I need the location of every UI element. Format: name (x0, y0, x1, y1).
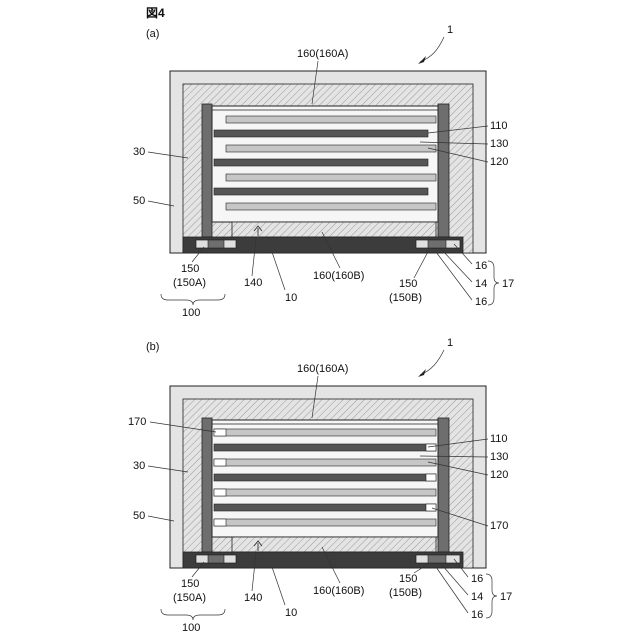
bottom-layer-160b (232, 222, 436, 237)
ref-arrow (420, 37, 444, 62)
label-150-right: 150 (399, 278, 417, 290)
label-100: 100 (182, 307, 200, 319)
figure-label: 図4 (146, 6, 165, 20)
inner-electrode-dark (214, 444, 436, 451)
label-100: 100 (182, 622, 200, 634)
label-50: 50 (133, 195, 145, 207)
inner-electrode-dark (214, 188, 428, 195)
inner-electrode-dark (214, 159, 428, 166)
label-150a: (150A) (173, 277, 206, 289)
label-10: 10 (285, 292, 297, 304)
side-electrode-right (438, 104, 449, 237)
brace-100 (161, 609, 225, 620)
terminal-core-left (208, 555, 224, 563)
leader-10 (272, 252, 285, 290)
label-30: 30 (133, 146, 145, 158)
label-16-top: 16 (471, 573, 483, 585)
insulator-170 (214, 459, 226, 466)
inner-electrode-dark (214, 474, 436, 481)
label-140: 140 (244, 277, 262, 289)
bottom-layer-160b (232, 537, 436, 552)
insulator-170 (214, 489, 226, 496)
label-160a: 160(160A) (297, 48, 348, 60)
insulator-170 (426, 504, 436, 511)
inner-electrode-light (226, 174, 436, 181)
inner-electrode-light (214, 489, 436, 496)
brace-100 (161, 294, 225, 305)
label-50: 50 (133, 510, 145, 522)
label-170-left: 170 (128, 416, 146, 428)
label-140: 140 (244, 592, 262, 604)
leader-10 (272, 567, 285, 605)
inner-electrode-light (214, 459, 436, 466)
terminal-core-right (428, 240, 446, 248)
label-110: 110 (490, 120, 508, 132)
label-16-top: 16 (475, 260, 487, 272)
label-160a: 160(160A) (297, 363, 348, 375)
label-17: 17 (500, 591, 512, 603)
inner-electrode-dark (214, 130, 428, 137)
label-120: 120 (490, 156, 508, 168)
label-160b: 160(160B) (313, 585, 364, 597)
inner-electrode-dark (214, 504, 436, 511)
label-150-right: 150 (399, 573, 417, 585)
inner-electrode-light (214, 429, 436, 436)
inner-electrode-light (214, 519, 436, 526)
label-110: 110 (490, 433, 508, 445)
terminal-core-right (428, 555, 446, 563)
side-electrode-left (202, 418, 212, 552)
label-130: 130 (490, 138, 508, 150)
label-17: 17 (502, 278, 514, 290)
terminal-core-left (208, 240, 224, 248)
label-16-bottom: 16 (475, 296, 487, 308)
label-16-bottom: 16 (471, 609, 483, 621)
panel-label: (b) (146, 341, 159, 353)
panel-label: (a) (146, 28, 159, 40)
brace-17 (488, 261, 499, 305)
label-14: 14 (471, 591, 483, 603)
ref-label-1: 1 (447, 337, 453, 349)
inner-electrode-light (226, 145, 436, 152)
label-14: 14 (475, 278, 487, 290)
ref-label-1: 1 (447, 24, 453, 36)
label-150b: (150B) (389, 587, 422, 599)
side-electrode-right (438, 418, 449, 552)
side-electrode-left (202, 104, 212, 237)
leader-16-bottom (436, 567, 468, 613)
label-30: 30 (133, 460, 145, 472)
label-130: 130 (490, 451, 508, 463)
inner-electrode-light (226, 116, 436, 123)
label-150: 150 (181, 578, 199, 590)
label-150b: (150B) (389, 292, 422, 304)
leader-14 (442, 565, 468, 595)
insulator-170 (214, 429, 226, 436)
label-10: 10 (285, 607, 297, 619)
label-150a: (150A) (173, 592, 206, 604)
label-150: 150 (181, 263, 199, 275)
insulator-170 (214, 519, 226, 526)
inner-electrode-light (226, 203, 436, 210)
panel-a: (a) 1 160(160A) 110 (133, 24, 514, 319)
label-160b: 160(160B) (313, 270, 364, 282)
brace-17 (486, 574, 497, 618)
label-170-right: 170 (490, 520, 508, 532)
insulator-170 (426, 444, 436, 451)
insulator-170 (426, 474, 436, 481)
panel-b: (b) 1 160(160A) 170 (128, 337, 512, 634)
label-120: 120 (490, 469, 508, 481)
ref-arrow (420, 350, 444, 375)
